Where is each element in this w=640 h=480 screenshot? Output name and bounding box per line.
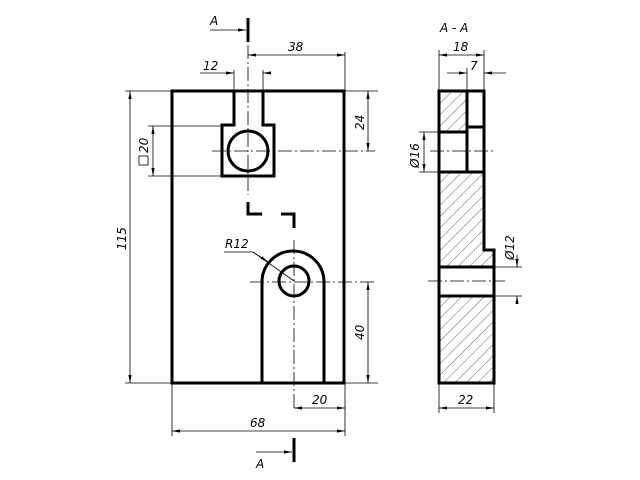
- dim-square-20: 20: [137, 137, 151, 153]
- cut-line-bend: [246, 202, 262, 216]
- square-pocket-slot: [220, 91, 276, 178]
- hole-d12-edges: [439, 265, 494, 298]
- dim-r12: R12: [225, 237, 249, 251]
- cut-line-bend: [281, 212, 296, 228]
- hatch-region: [439, 172, 494, 267]
- hatch-region: [439, 91, 467, 132]
- dim-38: 38: [288, 40, 304, 54]
- section-view: A - A 18 7 Ø16 Ø12 22: [408, 21, 522, 413]
- leader-arrow: [252, 251, 269, 263]
- dim-115: 115: [115, 227, 129, 250]
- outline-body: [170, 89, 346, 385]
- hole-d16-edges: [439, 130, 484, 174]
- section-title: A - A: [439, 21, 468, 35]
- dim-7: 7: [470, 59, 478, 73]
- dim-slot-width: 12: [203, 59, 218, 73]
- dim-d12: Ø12: [503, 235, 517, 261]
- cut-label-bottom: A: [255, 457, 264, 471]
- u-lug: [260, 249, 326, 383]
- dim-22: 22: [458, 393, 473, 407]
- cut-label-top: A: [209, 14, 218, 28]
- dim-18: 18: [453, 40, 469, 54]
- hatch-region: [439, 296, 494, 383]
- dim-20: 20: [312, 393, 328, 407]
- dim-d16: Ø16: [408, 143, 422, 169]
- front-view: A A 12 38 24 20 115 R12: [115, 14, 378, 471]
- dim-24: 24: [353, 115, 367, 130]
- dim-68: 68: [250, 416, 266, 430]
- square-symbol-icon: [138, 155, 149, 166]
- dim-40: 40: [353, 324, 367, 340]
